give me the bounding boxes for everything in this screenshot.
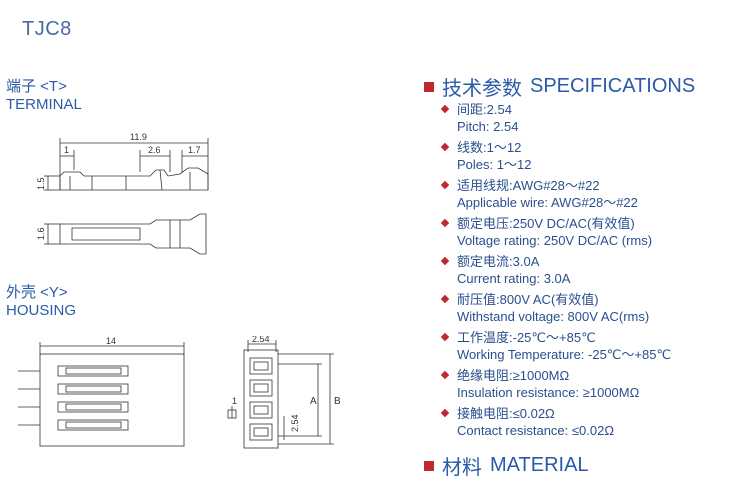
housing-dim-pitch-top: 2.54 <box>252 336 270 344</box>
terminal-dim-d2: 2.6 <box>148 145 161 155</box>
spec-item: 绝缘电阻:≥1000MΩ Insulation resistance: ≥100… <box>440 367 731 402</box>
spec-value-zh: 250V DC/AC(有效值) <box>512 216 635 231</box>
housing-dim-slot: 1 <box>232 396 237 406</box>
spec-item: 间距:2.54 Pitch: 2.54 <box>440 101 731 136</box>
spec-item: 接触电阻:≤0.02Ω Contact resistance: ≤0.02Ω <box>440 405 731 440</box>
spec-label-zh: 工作温度: <box>457 330 513 345</box>
spec-label-en: Pitch: 2.54 <box>457 119 519 134</box>
section-square-icon <box>424 460 434 471</box>
terminal-label-zh: 端子 <T> <box>6 78 67 95</box>
spec-label-zh: 耐压值: <box>457 292 500 307</box>
spec-label-zh: 绝缘电阻: <box>457 368 513 383</box>
specifications-heading: 技术参数 SPECIFICATIONS <box>424 72 695 101</box>
terminal-dim-height: 1.5 <box>36 177 46 190</box>
spec-label-zh: 适用线规: <box>457 178 513 193</box>
bullet-diamond-icon <box>440 294 450 304</box>
model-title: TJC8 <box>22 18 72 40</box>
spec-label-zh: 间距: <box>457 102 487 117</box>
spec-value-zh: -25℃～+85℃ <box>512 330 596 345</box>
specifications-title-en: SPECIFICATIONS <box>530 75 696 97</box>
housing-label-en: HOUSING <box>6 302 77 319</box>
housing-dim-length: 14 <box>106 336 116 346</box>
spec-value-zh: 2.54 <box>486 102 512 117</box>
housing-section-label: 外壳 <Y> HOUSING <box>6 284 76 320</box>
bullet-diamond-icon <box>440 370 450 380</box>
bullet-diamond-icon <box>440 180 450 190</box>
spec-value-zh: 800V AC(有效值) <box>499 292 599 307</box>
housing-label-zh: 外壳 <Y> <box>6 284 68 301</box>
spec-label-en: Insulation resistance: ≥1000MΩ <box>457 385 640 400</box>
terminal-section-label: 端子 <T> TERMINAL <box>6 78 82 114</box>
housing-dim-a: A <box>310 396 317 407</box>
spec-value-zh: AWG#28～#22 <box>512 178 600 193</box>
terminal-dim-d1: 1 <box>64 145 69 155</box>
spec-label-en: Contact resistance: ≤0.02Ω <box>457 423 615 438</box>
section-square-icon <box>424 81 434 92</box>
material-title-en: MATERIAL <box>490 454 589 476</box>
spec-label-en: Voltage rating: 250V DC/AC (rms) <box>457 233 653 248</box>
material-heading: 材料 MATERIAL <box>424 451 589 480</box>
terminal-dim-width: 1.6 <box>36 227 46 240</box>
spec-label-en: Withstand voltage: 800V AC(rms) <box>457 309 650 324</box>
spec-item: 适用线规:AWG#28～#22 Applicable wire: AWG#28～… <box>440 177 731 212</box>
bullet-diamond-icon <box>440 104 450 114</box>
specifications-title-zh: 技术参数 <box>442 78 522 100</box>
spec-label-zh: 接触电阻: <box>457 406 513 421</box>
spec-label-en: Working Temperature: -25℃～+85℃ <box>457 347 672 362</box>
housing-front-drawing: 2.54 1 2.54 A B <box>227 336 341 449</box>
spec-label-zh: 额定电压: <box>457 216 513 231</box>
spec-label-zh: 额定电流: <box>457 254 513 269</box>
specifications-list: 间距:2.54 Pitch: 2.54 线数:1～12 Poles: 1～12 … <box>440 101 731 443</box>
spec-item: 工作温度:-25℃～+85℃ Working Temperature: -25℃… <box>440 329 731 364</box>
spec-value-zh: 3.0A <box>512 254 540 269</box>
terminal-dim-d3: 1.7 <box>188 145 201 155</box>
spec-label-en: Current rating: 3.0A <box>457 271 571 286</box>
terminal-dim-overall: 11.9 <box>130 132 147 142</box>
terminal-label-en: TERMINAL <box>6 96 82 113</box>
spec-label-en: Poles: 1～12 <box>457 157 532 172</box>
spec-label-en: Applicable wire: AWG#28～#22 <box>457 195 638 210</box>
spec-value-zh: ≤0.02Ω <box>512 406 555 421</box>
spec-value-zh: ≥1000MΩ <box>512 368 570 383</box>
housing-dim-pitch-side: 2.54 <box>290 414 300 432</box>
bullet-diamond-icon <box>440 218 450 228</box>
spec-item: 耐压值:800V AC(有效值) Withstand voltage: 800V… <box>440 291 731 326</box>
bullet-diamond-icon <box>440 142 450 152</box>
housing-dim-b: B <box>334 396 341 407</box>
housing-side-drawing: 14 <box>18 336 185 447</box>
spec-value-zh: 1～12 <box>486 140 522 155</box>
spec-item: 线数:1～12 Poles: 1～12 <box>440 139 731 174</box>
spec-item: 额定电流:3.0A Current rating: 3.0A <box>440 253 731 288</box>
terminal-drawing: 11.9 1 2.6 1.7 1.5 1.6 <box>36 132 209 255</box>
bullet-diamond-icon <box>440 408 450 418</box>
spec-item: 额定电压:250V DC/AC(有效值) Voltage rating: 250… <box>440 215 731 250</box>
spec-label-zh: 线数: <box>457 140 487 155</box>
material-title-zh: 材料 <box>442 457 482 479</box>
bullet-diamond-icon <box>440 256 450 266</box>
bullet-diamond-icon <box>440 332 450 342</box>
